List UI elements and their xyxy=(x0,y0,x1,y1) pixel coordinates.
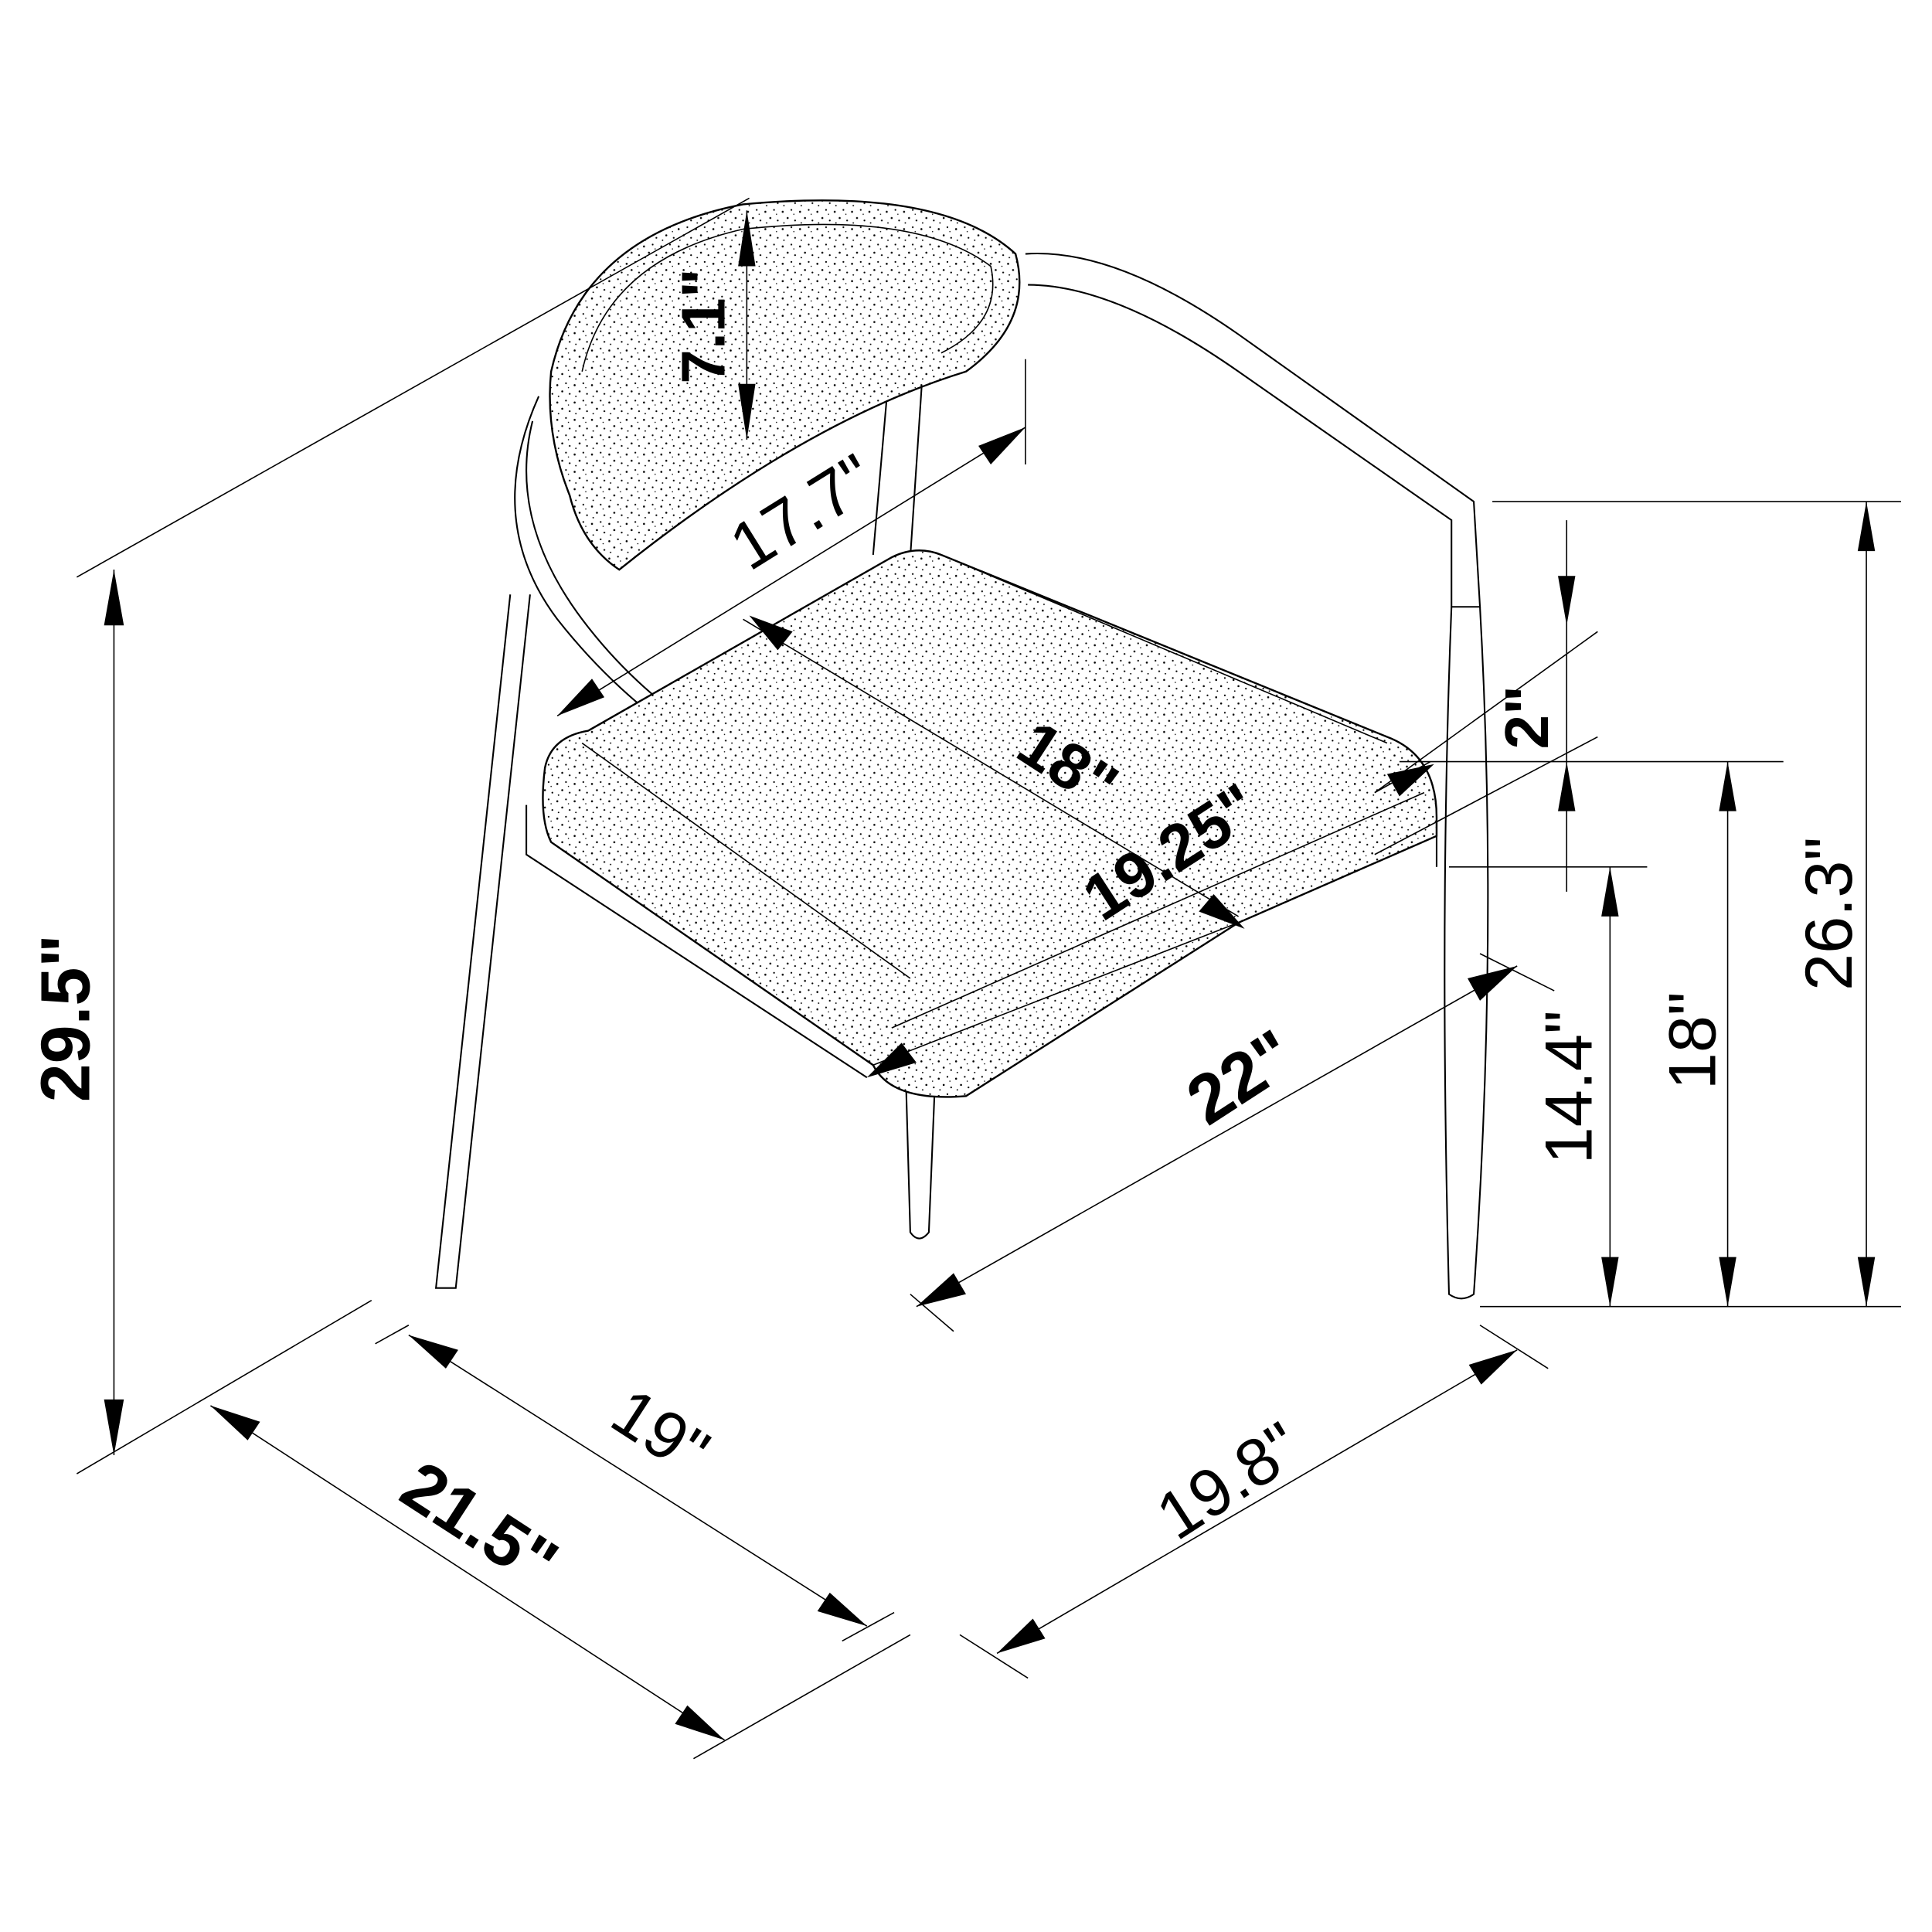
label-overall-width: 19.8" xyxy=(1144,1408,1313,1554)
label-overall-height: 29.5" xyxy=(27,934,104,1102)
front-left-leg xyxy=(900,928,942,1240)
front-right-leg xyxy=(1444,607,1489,1300)
label-seat-thickness: 2" xyxy=(1492,685,1561,750)
dimension-lines xyxy=(76,197,1901,1760)
seat-cushion xyxy=(542,549,1438,1098)
label-under-seat-height: 14.4" xyxy=(1532,1010,1606,1164)
label-arm-height: 26.3" xyxy=(1792,837,1866,991)
seat-base xyxy=(526,804,1438,1079)
back-left-leg xyxy=(434,594,531,1289)
back-mid-leg xyxy=(872,371,923,558)
chair xyxy=(434,199,1489,1300)
label-overall-depth: 21.5" xyxy=(388,1447,571,1603)
label-leg-depth: 19" xyxy=(599,1374,722,1490)
label-backrest-height: 7.1" xyxy=(668,268,738,383)
backrest-cushion xyxy=(549,199,1021,571)
label-arm-width: 22" xyxy=(1174,1015,1308,1140)
right-armrest xyxy=(1025,252,1481,608)
label-seat-height: 18" xyxy=(1656,992,1730,1090)
